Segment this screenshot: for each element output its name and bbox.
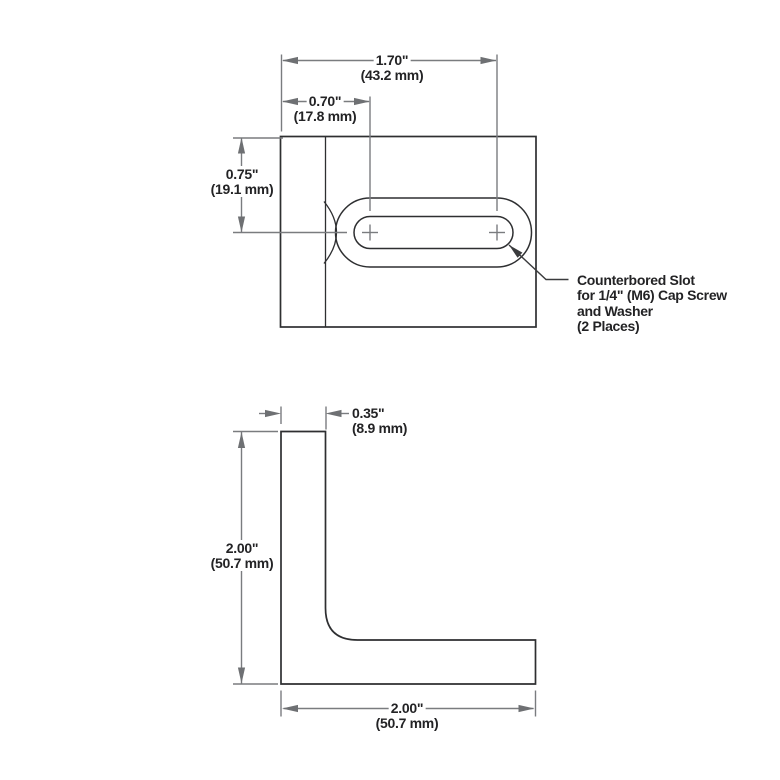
dim-center-height-label: 0.75" (19.1 mm) bbox=[208, 166, 276, 197]
arrow-right-icon bbox=[518, 704, 535, 713]
arrow-left-icon bbox=[282, 97, 298, 106]
slot-center-cross-right bbox=[489, 224, 505, 241]
arrow-down-icon bbox=[237, 667, 246, 684]
counterbored-slot-callout: Counterbored Slot for 1/4" (M6) Cap Scre… bbox=[577, 272, 727, 335]
dim-top-width-label: 1.70" (43.2 mm) bbox=[358, 52, 426, 83]
callout-leader bbox=[508, 244, 569, 281]
dim-side-width-label: 2.00" (50.7 mm) bbox=[373, 700, 441, 731]
dim-slot-offset-label: 0.70" (17.8 mm) bbox=[291, 93, 359, 124]
dim-thickness-label: 0.35" (8.9 mm) bbox=[352, 405, 408, 436]
arrow-up-icon bbox=[237, 137, 246, 154]
arrow-right-icon bbox=[265, 409, 281, 418]
arrow-right-icon bbox=[354, 97, 370, 106]
side-view bbox=[280, 430, 537, 685]
slot-outline bbox=[353, 215, 514, 250]
arrow-left-icon bbox=[282, 56, 298, 65]
arrow-down-icon bbox=[237, 216, 246, 233]
slot-center-cross-left bbox=[362, 224, 378, 241]
leader-arrow-icon bbox=[509, 245, 523, 258]
side-view-dimensions bbox=[233, 406, 537, 717]
side-view-outline bbox=[280, 430, 537, 685]
arrow-up-icon bbox=[237, 432, 246, 448]
top-view bbox=[233, 135, 537, 328]
leader-line bbox=[508, 244, 569, 281]
top-view-outline bbox=[279, 135, 537, 328]
arrow-right-icon bbox=[480, 56, 497, 65]
counterbore-outline bbox=[334, 197, 533, 268]
arrow-left-icon bbox=[282, 704, 298, 713]
arrow-left-icon bbox=[325, 409, 342, 418]
dim-side-height-label: 2.00" (50.7 mm) bbox=[208, 540, 276, 571]
